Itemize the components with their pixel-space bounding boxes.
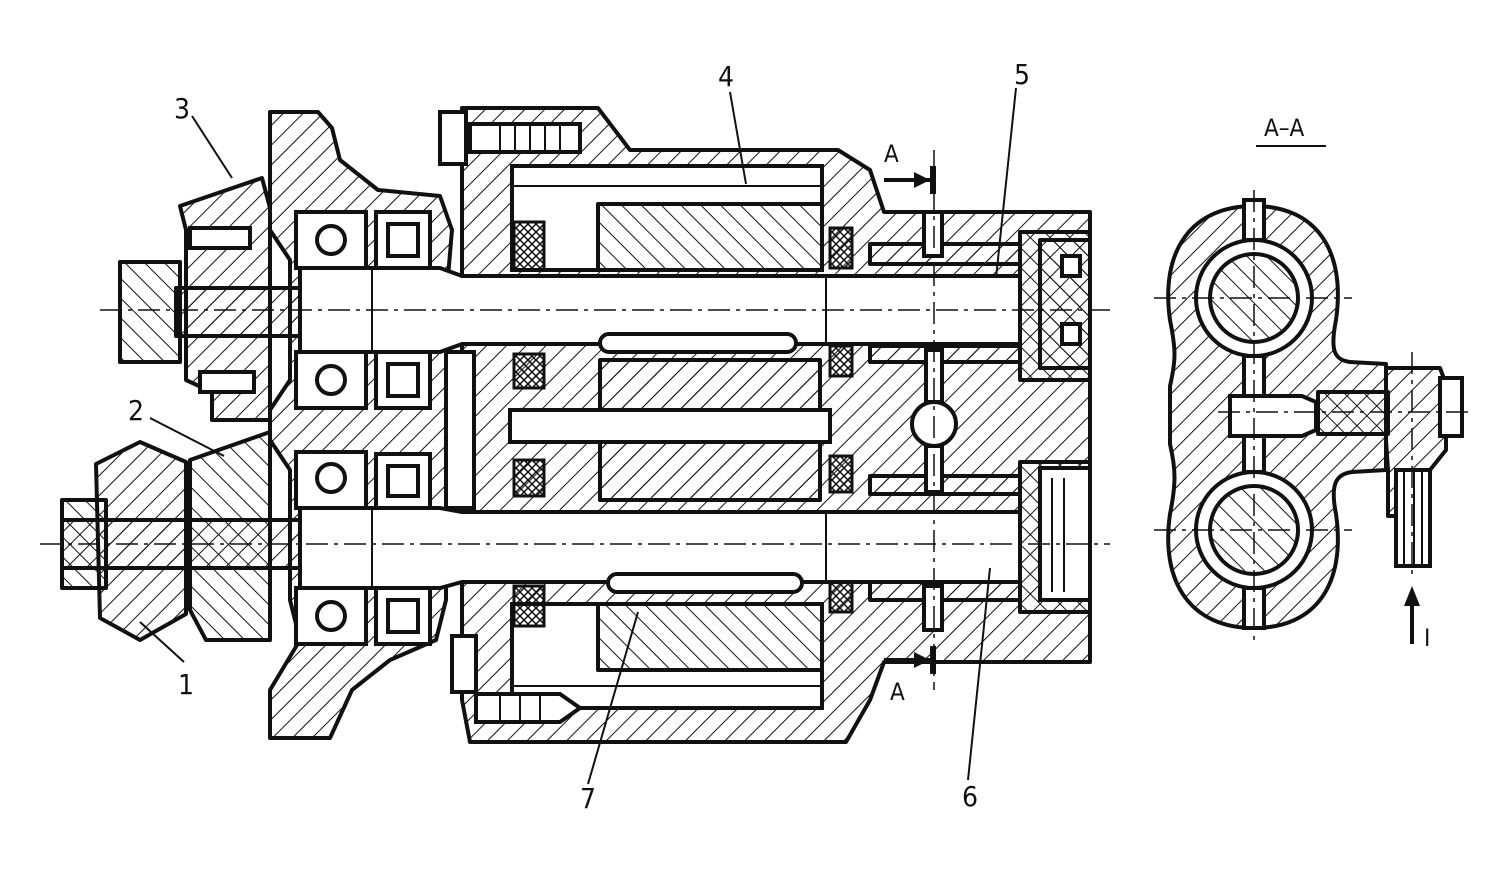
callout-1: 1 [178,668,194,701]
callout-3: 3 [174,92,190,125]
upper-pin-bot [198,370,256,394]
section-center-lines [1154,190,1470,640]
callout-2: 2 [128,394,144,427]
shaft-nut-upper [118,260,182,364]
callout-5: 5 [1014,58,1030,91]
gear-upper [596,202,824,272]
center-bore [444,350,476,510]
upper-stub-shaft [174,286,302,338]
bushing-lower [868,580,1022,602]
section-inlet-bore [1228,394,1318,438]
section-mark-top: A [884,140,899,168]
bushing-upper-top [868,242,1022,266]
needle-bearings [374,210,432,646]
callout-7: 7 [580,782,596,815]
key-upper [598,332,798,354]
leader-lines [139,87,1017,785]
top-bolt [438,110,582,166]
callout-6: 6 [962,780,978,813]
section-a-a-view: A–A [1154,114,1470,652]
inlet-arrow [1404,586,1420,644]
bearing-lower [294,450,368,646]
bushing-upper [868,344,1022,364]
center-lines [40,150,1110,690]
callout-4: 4 [718,60,734,93]
bottom-bolt [450,634,584,724]
main-section-view: A A 1 2 3 4 5 6 7 [40,58,1110,815]
bearing-upper [294,210,368,410]
section-mark-bottom: A [890,678,905,706]
section-cut-bottom [884,646,936,674]
inlet-nut [1438,376,1464,438]
seals [512,220,854,628]
key-lower [606,572,804,594]
inlet-arrow-label: I [1424,624,1430,652]
section-cut-top [884,166,936,194]
section-inlet-fitting [1316,390,1390,436]
center-bolt [508,408,832,444]
section-title: A–A [1264,114,1305,142]
bushing-lower-top [868,474,1022,496]
gear-lower [596,602,824,672]
upper-pin-top [188,226,252,250]
end-screws [1038,238,1092,370]
